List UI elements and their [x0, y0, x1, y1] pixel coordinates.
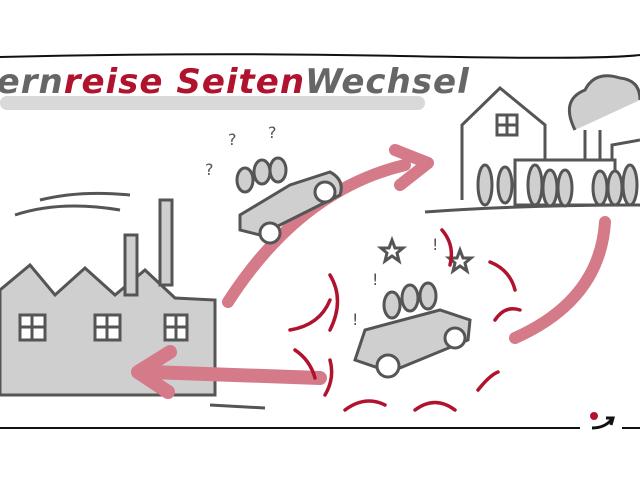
title-highlight [0, 96, 425, 110]
logo-arrow-icon [591, 416, 615, 430]
frame-top-line [0, 53, 640, 59]
exclamation-mark: ! [432, 235, 438, 254]
title-part-reise: reise [63, 62, 164, 102]
exclamation-mark: ! [352, 310, 358, 329]
title-part-seiten: Seiten [176, 62, 306, 102]
question-mark: ? [205, 160, 214, 179]
car-questioning: ? ? ? [205, 123, 343, 245]
question-mark: ? [228, 130, 237, 149]
question-mark: ? [268, 123, 277, 142]
arrow-house-down [509, 216, 611, 344]
arrow-head-left [131, 345, 177, 399]
arrow-back-to-factory [143, 365, 327, 385]
arrow-head-top [389, 144, 434, 191]
exclamation-mark: ! [372, 270, 378, 289]
excitement-arcs [288, 228, 522, 412]
page-title: Lernreise SeitenWechsel [0, 62, 470, 102]
star-icon [376, 235, 408, 265]
car-excited: ! ! ! [352, 235, 476, 379]
house-with-people [424, 74, 640, 214]
title-part-lern: Lern [0, 62, 64, 102]
logo-dot [590, 412, 598, 420]
title-part-wechsel: Wechsel [305, 62, 470, 102]
